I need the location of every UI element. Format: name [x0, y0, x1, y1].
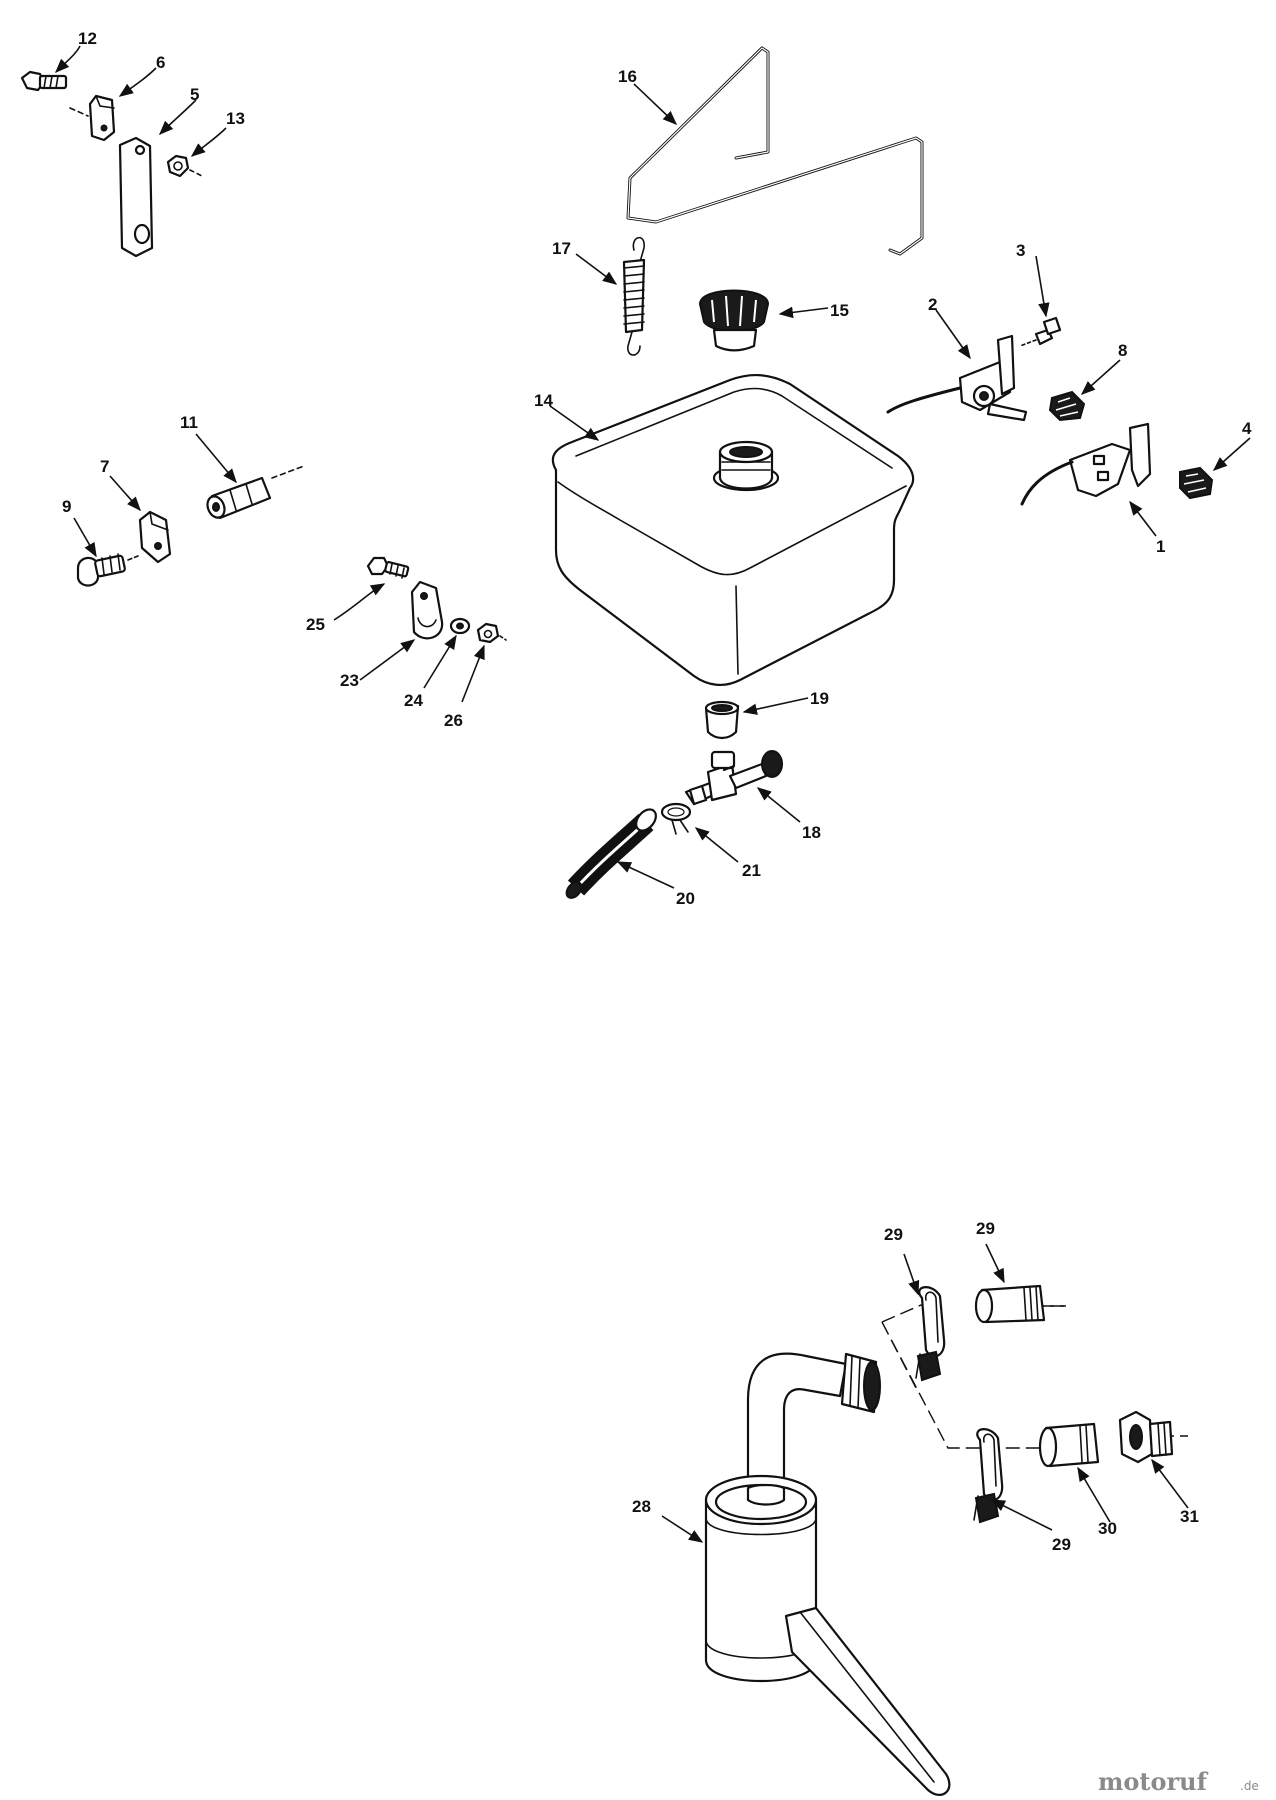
part-26-muffler	[704, 1352, 951, 1796]
part-29-nipple	[974, 1284, 1046, 1324]
callout-12: 12	[78, 29, 97, 48]
callout-labels: 12 6 5 13 16 17 15 14 2 3 8 4 1 11 7 9 2…	[62, 29, 1252, 1554]
callout-29: 29	[976, 1219, 995, 1238]
part-1-choke-control	[1020, 422, 1152, 506]
part-22-clamp	[410, 580, 444, 640]
callout-16: 16	[618, 67, 637, 86]
part-3-screw	[1019, 316, 1062, 347]
part-14-fuel-tank	[551, 374, 915, 686]
callout-25: 26	[444, 711, 463, 730]
part-5-knob	[1048, 390, 1086, 422]
watermark-logo: motoruf .de	[1098, 1767, 1259, 1796]
part-24-washer	[449, 617, 471, 635]
watermark-tld: .de	[1240, 1779, 1259, 1793]
callout-11: 11	[180, 413, 198, 432]
callout-18: 18	[802, 823, 821, 842]
callout-24: 24	[404, 691, 423, 710]
part-15-fuel-cap	[698, 289, 770, 352]
part-2-throttle-control	[886, 334, 1028, 422]
part-20-fuel-line	[565, 808, 657, 899]
part-28-clamp-lower	[973, 1428, 1004, 1524]
part-18-fuel-valve	[684, 750, 783, 806]
callout-15: 15	[830, 301, 849, 320]
part-12-bolt	[20, 70, 68, 92]
part-25-nut	[476, 622, 500, 644]
part-17-spring	[622, 236, 646, 356]
callout-7: 6	[156, 53, 165, 72]
callout-28-upper: 29	[884, 1225, 903, 1244]
part-13-nut	[166, 154, 190, 178]
callout-4: 4	[1242, 419, 1252, 438]
part-16-wire	[626, 46, 924, 256]
callout-3: 3	[1016, 241, 1025, 260]
callout-23: 25	[306, 615, 325, 634]
part-4-knob	[1179, 466, 1214, 500]
callout-6: 5	[190, 85, 199, 104]
callout-8: 7	[100, 457, 109, 476]
leader-arrows	[54, 45, 1251, 1543]
callout-22: 23	[340, 671, 359, 690]
part-21-clamp	[660, 802, 692, 835]
callout-14: 14	[534, 391, 553, 410]
part-31-bushing	[1118, 1410, 1174, 1464]
part-11-spacer	[206, 476, 272, 520]
callout-1: 1	[1156, 537, 1165, 556]
callout-2: 2	[928, 295, 937, 314]
callout-17: 17	[552, 239, 571, 258]
part-8-clip	[138, 510, 172, 564]
part-7-bracket	[88, 94, 116, 142]
callout-31: 31	[1180, 1507, 1199, 1526]
callout-21: 21	[742, 861, 761, 880]
callout-5: 8	[1118, 341, 1127, 360]
watermark-name: motoruf	[1098, 1767, 1209, 1796]
callout-26: 28	[632, 1497, 651, 1516]
callout-19: 19	[810, 689, 829, 708]
part-6-plate	[118, 136, 154, 258]
callout-20: 20	[676, 889, 695, 908]
part-30-nipple	[1038, 1422, 1100, 1468]
part-19-bushing	[704, 700, 740, 740]
callout-30: 30	[1098, 1519, 1117, 1538]
part-9-bolt	[76, 553, 126, 587]
callout-13: 13	[226, 109, 245, 128]
part-23-bolt	[366, 556, 410, 579]
part-28-clamp-upper	[915, 1286, 946, 1382]
callout-9: 9	[62, 497, 71, 516]
callout-28-lower: 29	[1052, 1535, 1071, 1554]
